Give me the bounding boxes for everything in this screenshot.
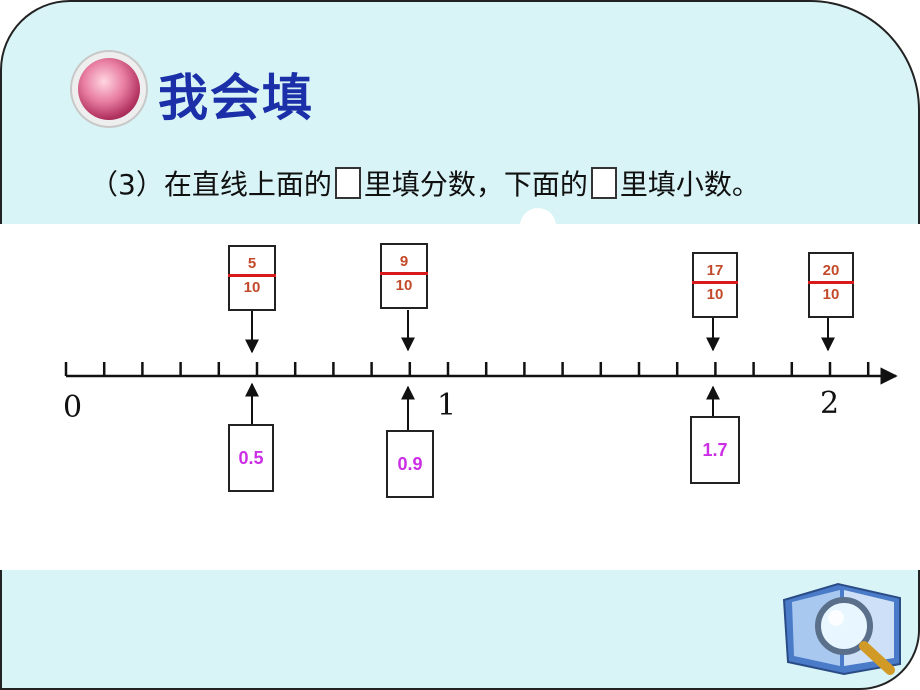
number-line: [64, 310, 898, 430]
fraction-box-1: 5 10: [228, 245, 276, 311]
decimal-box-2: 0.9: [386, 430, 434, 498]
empty-box-icon: [590, 167, 617, 199]
fraction-denominator: 10: [243, 279, 261, 296]
fraction-denominator: 10: [395, 277, 413, 294]
fraction-bar: [808, 281, 854, 284]
top-panel: [0, 0, 920, 224]
panel-notch: [520, 208, 556, 230]
pink-circle-badge-icon: [78, 58, 140, 120]
label-zero: 0: [63, 390, 83, 425]
fraction-numerator: 9: [399, 253, 409, 270]
fraction-box-3: 17 10: [692, 252, 738, 318]
instruction-part-3: 里填小数。: [619, 168, 760, 201]
tick-marks: [64, 362, 870, 376]
fraction-denominator: 10: [706, 286, 724, 303]
instruction-text: （3）在直线上面的里填分数，下面的里填小数。: [90, 163, 760, 203]
fraction-denominator: 10: [822, 286, 840, 303]
fraction-bar: [692, 281, 738, 284]
number-line-area: [0, 224, 920, 570]
empty-box-icon: [334, 167, 361, 199]
bottom-panel: [0, 570, 920, 690]
fraction-numerator: 17: [706, 262, 724, 279]
page-title: 我会填: [158, 69, 314, 127]
label-two: 2: [820, 386, 840, 421]
fraction-bar: [380, 272, 428, 275]
label-one: 1: [437, 388, 457, 423]
decimal-box-3: 1.7: [690, 416, 740, 484]
fraction-bar: [228, 274, 276, 277]
fraction-numerator: 20: [822, 262, 840, 279]
instruction-part-1: （3）在直线上面的: [90, 168, 332, 201]
fraction-box-2: 9 10: [380, 243, 428, 309]
instruction-part-2: 里填分数，下面的: [363, 168, 588, 201]
fraction-box-4: 20 10: [808, 252, 854, 318]
decimal-box-1: 0.5: [228, 424, 274, 492]
book-magnifier-icon: [782, 582, 901, 676]
fraction-numerator: 5: [247, 255, 257, 272]
